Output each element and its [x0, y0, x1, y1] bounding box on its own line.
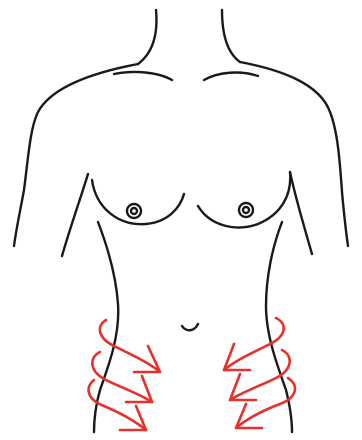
right-nipple [239, 203, 253, 217]
right-arrows [224, 318, 295, 428]
right-arrow-2 [230, 350, 290, 400]
collarbone-right [204, 73, 258, 80]
neck-right-line [222, 10, 240, 62]
neck-left-line [138, 10, 156, 64]
left-nipple [127, 204, 141, 218]
right-arrow-3 [236, 378, 295, 428]
collarbone-left [114, 72, 172, 80]
torso-outline [14, 10, 348, 432]
right-arrow-1 [224, 318, 284, 370]
left-arrows [89, 320, 160, 430]
right-breast [198, 172, 290, 227]
navel [182, 324, 198, 330]
right-inner-arm [290, 172, 312, 254]
left-waist-line [94, 222, 118, 432]
left-inner-arm [62, 174, 88, 256]
right-shoulder-arm [240, 62, 348, 246]
